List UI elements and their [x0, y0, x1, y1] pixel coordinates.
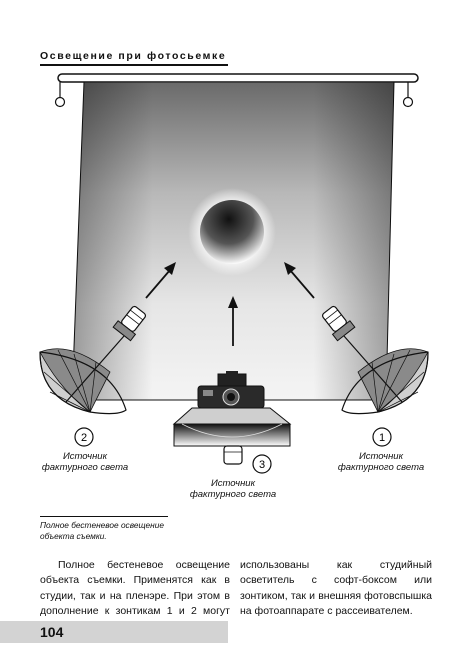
body-column-right: использованы как студийный осветитель с …	[240, 558, 432, 620]
label-source-right-line1: Источник	[358, 451, 404, 462]
figure-caption-line1: Полное бестеневое освещение	[40, 520, 164, 530]
figure-caption: Полное бестеневое освещение объекта съем…	[40, 520, 180, 541]
label-source-center-line2: фактурного света	[189, 489, 277, 500]
number-1: 1	[379, 432, 385, 444]
page-number: 104	[40, 624, 64, 640]
caption-rule	[40, 516, 168, 517]
header-rule	[40, 64, 228, 66]
label-source-right: Источник фактурного света	[334, 451, 428, 473]
body-paragraph-right: использованы как студийный осветитель с …	[240, 559, 432, 618]
label-source-center-line1: Источник	[210, 478, 256, 489]
running-header: Освещение при фотосьемке	[40, 50, 227, 62]
umbrella-light-left	[39, 305, 147, 415]
light-arrow-center	[228, 296, 238, 346]
label-source-left-line2: фактурного света	[41, 462, 129, 473]
label-source-left: Источник фактурного света	[38, 451, 132, 473]
number-2: 2	[81, 432, 87, 444]
number-circle-3	[252, 454, 272, 474]
light-arrow-right	[284, 262, 315, 299]
subject-sphere	[200, 200, 264, 264]
body-paragraph-left: Полное бестеневое освещение объекта съем…	[40, 559, 230, 633]
label-source-right-line2: фактурного света	[337, 462, 425, 473]
figure-caption-line2: объекта съемки.	[40, 530, 107, 541]
umbrella-light-right	[321, 305, 429, 415]
page-number-bar	[0, 621, 228, 643]
number-circle-2	[74, 427, 94, 447]
lighting-diagram: 2 1 3	[39, 73, 429, 474]
body-column-left: Полное бестеневое освещение объекта съем…	[40, 558, 230, 635]
softbox-light-center	[172, 371, 292, 465]
number-3: 3	[259, 459, 265, 471]
number-circle-1	[372, 427, 392, 447]
label-source-center: Источник фактурного света	[186, 478, 280, 500]
light-arrow-left	[145, 262, 176, 299]
label-source-left-line1: Источник	[62, 451, 108, 462]
